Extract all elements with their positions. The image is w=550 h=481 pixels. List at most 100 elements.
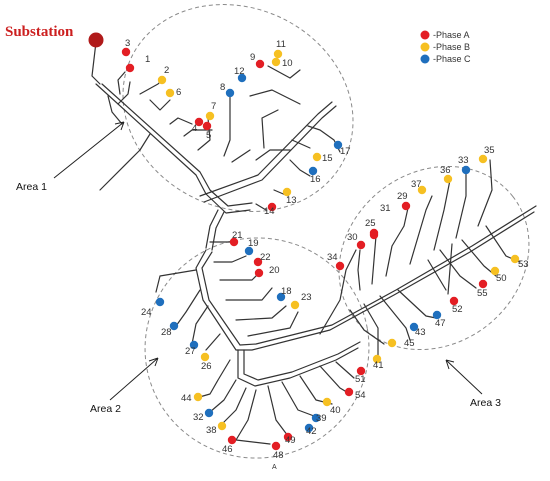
node-15-marker bbox=[312, 152, 322, 162]
node-20-marker bbox=[254, 268, 264, 278]
node-18-label: 18 bbox=[281, 286, 292, 297]
node-11-label: 11 bbox=[276, 39, 286, 50]
node-32-label: 32 bbox=[193, 412, 204, 423]
node-39-marker bbox=[311, 413, 321, 423]
node-20-label: 20 bbox=[269, 265, 280, 276]
node-22-marker bbox=[253, 257, 263, 267]
node-28-marker bbox=[169, 321, 179, 331]
area-2-boundary bbox=[144, 237, 370, 459]
node-53-marker bbox=[510, 254, 520, 264]
node-18-marker bbox=[276, 292, 286, 302]
road-network bbox=[91, 41, 537, 445]
node-54-marker bbox=[344, 387, 354, 397]
node-37-marker bbox=[417, 185, 427, 195]
node-45-marker bbox=[387, 338, 397, 348]
legend-swatch-phase-b bbox=[420, 42, 430, 52]
footnote-mark: A bbox=[272, 464, 277, 471]
node-43-marker bbox=[409, 322, 419, 332]
node-4-label: 4 bbox=[192, 123, 197, 134]
area-1-label: Area 1 bbox=[16, 181, 47, 193]
node-40-label: 40 bbox=[330, 405, 341, 416]
node-3-marker bbox=[121, 47, 131, 57]
area-3-label: Area 3 bbox=[470, 397, 501, 409]
node-13-label: 13 bbox=[286, 195, 297, 206]
node-28-label: 28 bbox=[161, 327, 172, 338]
node-36-label: 36 bbox=[440, 165, 451, 176]
node-52-label: 52 bbox=[452, 304, 463, 315]
node-8-marker bbox=[225, 88, 235, 98]
node-51-label: 51 bbox=[355, 374, 366, 385]
node-49-marker bbox=[283, 432, 293, 442]
node-5-marker bbox=[202, 121, 212, 131]
node-14-label: 14 bbox=[264, 206, 275, 217]
node-47-label: 47 bbox=[435, 318, 446, 329]
node-3-label: 3 bbox=[125, 38, 130, 49]
node-38-label: 38 bbox=[206, 425, 217, 436]
substation-node bbox=[88, 32, 104, 48]
node-9-label: 9 bbox=[250, 52, 255, 63]
node-23-marker bbox=[290, 300, 300, 310]
area-1-boundary bbox=[122, 4, 354, 212]
node-32-marker bbox=[204, 408, 214, 418]
node-23-label: 23 bbox=[301, 292, 312, 303]
node-7-marker bbox=[205, 111, 215, 121]
node-13-marker bbox=[282, 187, 292, 197]
node-29-label: 29 bbox=[397, 191, 408, 202]
node-55-label: 55 bbox=[477, 288, 488, 299]
node-8-label: 8 bbox=[220, 82, 225, 93]
node-16-label: 16 bbox=[310, 174, 321, 185]
node-10-marker bbox=[271, 57, 281, 67]
node-25-label: 25 bbox=[365, 218, 376, 229]
node-30-label: 30 bbox=[347, 232, 358, 243]
area-2-arrow bbox=[109, 357, 159, 401]
node-16-marker bbox=[308, 166, 318, 176]
node-39-label: 39 bbox=[316, 413, 327, 424]
node-26-marker bbox=[200, 352, 210, 362]
area-1-arrow bbox=[53, 121, 125, 179]
node-42-label: 42 bbox=[306, 426, 317, 437]
node-35-label: 35 bbox=[484, 145, 495, 156]
node-22-label: 22 bbox=[260, 252, 271, 263]
node-41-label: 41 bbox=[373, 360, 384, 371]
node-17-label: 17 bbox=[340, 146, 351, 157]
node-40-marker bbox=[322, 397, 332, 407]
node-2-marker bbox=[157, 75, 167, 85]
node-24-label: 24 bbox=[141, 307, 152, 318]
node-47-marker bbox=[432, 310, 442, 320]
legend: -Phase A -Phase B -Phase C bbox=[420, 30, 471, 64]
node-30-marker bbox=[356, 240, 366, 250]
node-33-label: 33 bbox=[458, 155, 469, 166]
node-7-label: 7 bbox=[211, 101, 216, 112]
node-48-label: 48 bbox=[273, 450, 284, 461]
node-15-label: 15 bbox=[322, 153, 333, 164]
node-12-label: 12 bbox=[234, 66, 245, 77]
node-46-label: 46 bbox=[222, 444, 233, 455]
node-19-label: 19 bbox=[248, 238, 259, 249]
node-50-marker bbox=[490, 266, 500, 276]
node-33-marker bbox=[461, 165, 471, 175]
node-21-label: 21 bbox=[232, 230, 243, 241]
node-24-marker bbox=[155, 297, 165, 307]
node-26-label: 26 bbox=[201, 361, 212, 372]
legend-label-phase-b: -Phase B bbox=[433, 42, 470, 52]
node-17-marker bbox=[333, 140, 343, 150]
node-34-label: 34 bbox=[327, 252, 338, 263]
node-41-marker bbox=[372, 354, 382, 364]
node-44-label: 44 bbox=[181, 393, 192, 404]
node-52-marker bbox=[449, 296, 459, 306]
node-29-marker bbox=[401, 201, 411, 211]
node-48-marker bbox=[271, 441, 281, 451]
node-45-label: 45 bbox=[404, 338, 415, 349]
node-27-marker bbox=[189, 340, 199, 350]
node-35-marker bbox=[478, 154, 488, 164]
node-5-label: 5 bbox=[206, 130, 211, 141]
node-50-label: 50 bbox=[496, 273, 507, 284]
node-14-marker bbox=[267, 202, 277, 212]
node-54-label: 54 bbox=[355, 390, 366, 401]
node-36-marker bbox=[443, 174, 453, 184]
node-37-label: 37 bbox=[411, 179, 422, 190]
substation-title: Substation bbox=[5, 24, 74, 40]
legend-swatch-phase-a bbox=[420, 30, 430, 40]
node-6-marker bbox=[165, 88, 175, 98]
